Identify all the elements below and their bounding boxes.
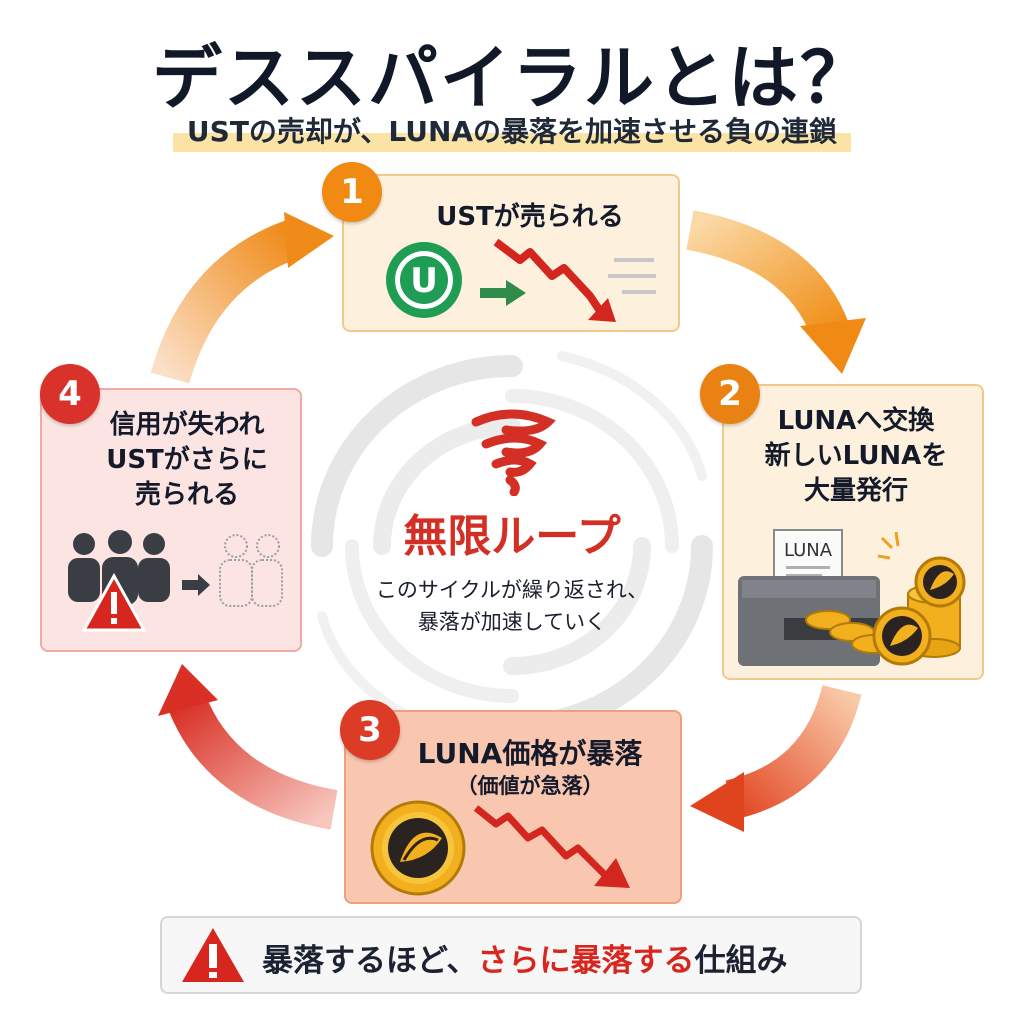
step4-line2: USTがさらに xyxy=(106,445,268,475)
banner-text: 暴落するほど、さらに暴落する仕組み xyxy=(262,935,852,980)
step2-line2: 新しいLUNAを xyxy=(764,441,948,471)
warning-small-icon xyxy=(81,572,147,632)
subtitle-container: USTの売却が、LUNAの暴落を加速させる負の連鎖 xyxy=(0,110,1024,152)
people-leaving-icon xyxy=(68,530,283,632)
ust-coin-icon: U xyxy=(386,242,462,318)
step2-number-badge: 2 xyxy=(700,364,760,424)
tornado-icon xyxy=(471,409,556,496)
price-crash-icon xyxy=(473,805,630,888)
arrow-step4-to-step1 xyxy=(150,212,334,384)
bottom-banner xyxy=(160,916,862,994)
page-subtitle: USTの売却が、LUNAの暴落を加速させる負の連鎖 xyxy=(172,110,852,152)
price-down-icon xyxy=(493,238,656,322)
luna-coin-small-icon xyxy=(914,556,966,608)
step4-line1: 信用が失われ xyxy=(109,410,265,440)
faded-people-icon xyxy=(219,534,283,607)
arrow-icon xyxy=(182,574,210,596)
step4-box xyxy=(40,388,302,652)
right-arrow-icon xyxy=(480,280,526,306)
banner-text-emphasis: さらに暴落する xyxy=(477,943,695,979)
step4-label: 信用が失われ USTがさらに 売られる xyxy=(74,408,300,513)
printer-icon: LUNA xyxy=(738,529,966,666)
banner-text-part3: 仕組み xyxy=(694,943,788,979)
step1-label: USTが売られる xyxy=(436,202,624,232)
step4-number-badge: 4 xyxy=(40,364,100,424)
center-description-line2: 暴落が加速していく xyxy=(417,610,607,634)
luna-coin-icon xyxy=(370,800,466,896)
step2-line1: LUNAへ交換 xyxy=(777,406,935,436)
arrow-step1-to-step2 xyxy=(686,210,866,374)
banner-text-part1: 暴落するほど、 xyxy=(262,943,478,979)
page-title: デススパイラルとは？ xyxy=(152,37,872,119)
step3-sublabel: （価値が急落） xyxy=(456,774,604,798)
center-title: 無限ループ xyxy=(403,511,621,562)
center-description-line1: このサイクルが繰り返され、 xyxy=(375,578,649,602)
step1-number-badge: 1 xyxy=(322,162,382,222)
printer-paper-text: LUNA xyxy=(784,540,833,561)
step4-line3: 売られる xyxy=(134,480,239,510)
luna-coin-large-icon xyxy=(872,606,932,666)
swirl-background xyxy=(311,351,713,741)
step2-label: LUNAへ交換 新しいLUNAを 大量発行 xyxy=(736,404,976,509)
arrow-step3-to-step4 xyxy=(158,664,338,830)
warning-icon xyxy=(182,928,244,982)
arrow-step2-to-step3 xyxy=(690,684,862,832)
step3-label: LUNA価格が暴落 xyxy=(417,737,643,770)
step3-number-badge: 3 xyxy=(340,700,400,760)
center-description: このサイクルが繰り返され、 暴落が加速していく xyxy=(352,574,672,638)
people-icon xyxy=(68,530,170,605)
step2-line3: 大量発行 xyxy=(803,476,908,506)
ust-coin-letter: U xyxy=(410,261,438,301)
